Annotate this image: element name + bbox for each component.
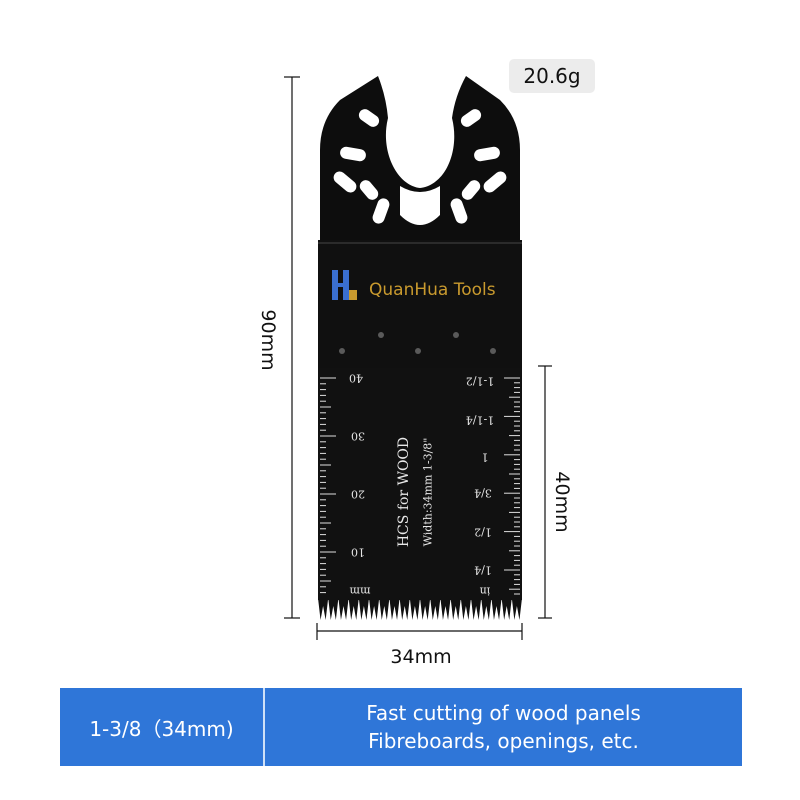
dimension-line-width (316, 623, 523, 640)
ruler-mm-label: 30 (351, 429, 365, 443)
blade-ruler-plate (318, 368, 522, 600)
ruler-mm-label: 40 (349, 371, 363, 385)
ruler-mm-ticks (320, 377, 336, 594)
dimension-line-tooth-length (538, 365, 552, 619)
description: Fast cutting of wood panels Fibreboards,… (265, 688, 742, 766)
rivet-dots (339, 332, 496, 354)
ruler-inch-ticks (504, 377, 520, 595)
ruler-mm-label: 20 (351, 487, 365, 501)
size-label: 1-3/8（34mm) (60, 688, 265, 766)
weight-badge: 20.6g (509, 59, 595, 93)
ruler-mm-label: 10 (351, 545, 365, 559)
ruler-inch-label: in (479, 584, 491, 598)
ruler-inch-label: 1-1/4 (465, 413, 495, 427)
mount-slots (333, 109, 507, 225)
quanhua-logo-icon (332, 270, 357, 300)
width-dimension-label: 34mm (390, 646, 452, 668)
info-bar: 1-3/8（34mm) Fast cutting of wood panels … (60, 688, 742, 766)
blade-title: HCS for WOOD (396, 436, 412, 548)
description-line-1: Fast cutting of wood panels (366, 701, 641, 725)
tooth-length-dimension-label: 40mm (551, 471, 573, 533)
ruler-inch-label: 1-1/2 (465, 374, 495, 388)
blade-width-text: Width:34mm 1-3/8" (421, 437, 435, 547)
brand-name: QuanHua Tools (369, 280, 496, 300)
ruler-inch-label: 1/4 (474, 563, 492, 577)
dimension-line-length (284, 76, 300, 619)
ruler-inch-label: 3/4 (474, 486, 492, 500)
description-line-2: Fibreboards, openings, etc. (368, 729, 639, 753)
ruler-inch-label: 1/2 (474, 525, 492, 539)
blade-teeth (318, 598, 522, 620)
length-dimension-label: 90mm (257, 309, 279, 371)
blade-shank (318, 240, 522, 368)
ruler-mm-label: mm (349, 584, 371, 598)
ruler-inch-label: 1 (481, 450, 489, 464)
